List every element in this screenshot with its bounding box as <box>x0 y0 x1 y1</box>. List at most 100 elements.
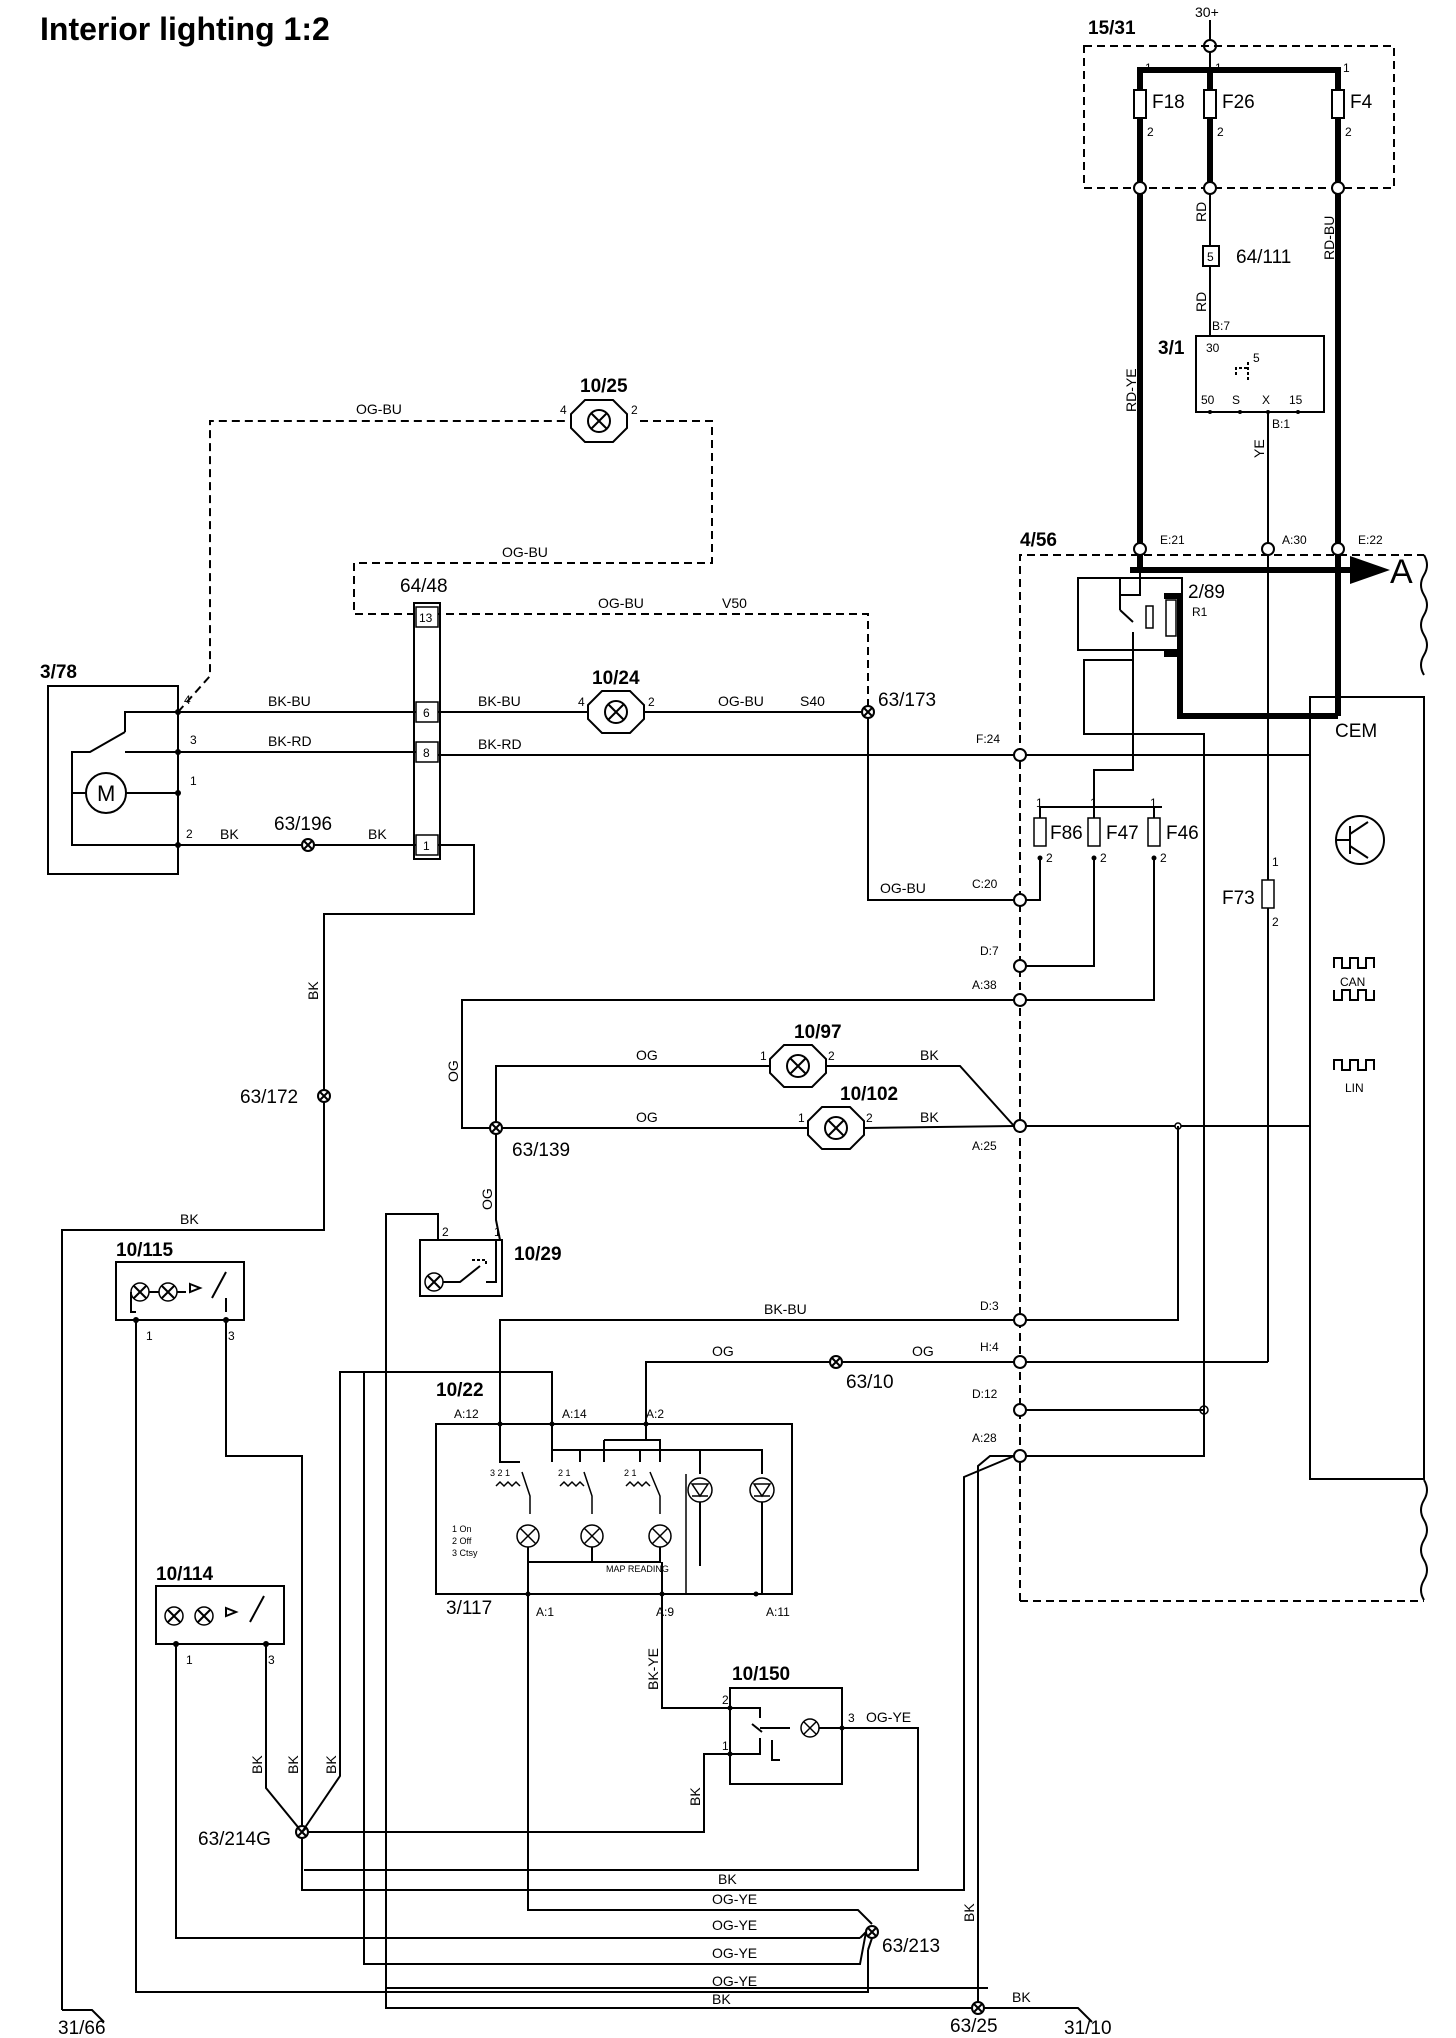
svg-text:F46: F46 <box>1166 823 1199 844</box>
svg-text:8: 8 <box>423 746 430 760</box>
svg-text:A:14: A:14 <box>562 1407 587 1421</box>
svg-text:OG: OG <box>445 1060 461 1082</box>
fuse-f46: 1 2 F46 <box>1147 796 1199 865</box>
fuse-f73: 1 2 F73 <box>1222 555 1279 1362</box>
svg-text:OG-YE: OG-YE <box>712 1891 757 1907</box>
svg-text:10/22: 10/22 <box>436 1380 484 1401</box>
connector-64-48 <box>413 602 441 860</box>
lamp-10-102: 10/102 1 2 <box>798 1084 898 1150</box>
svg-text:RD-YE: RD-YE <box>1123 368 1139 412</box>
svg-text:OG-BU: OG-BU <box>880 880 926 896</box>
connector-64-111-label: 64/111 <box>1236 247 1291 268</box>
svg-text:3: 3 <box>228 1329 235 1343</box>
svg-text:6: 6 <box>423 706 430 720</box>
svg-text:E:22: E:22 <box>1358 533 1383 547</box>
svg-text:64/48: 64/48 <box>400 576 448 597</box>
lamp-10-25: 10/25 4 2 <box>560 376 638 443</box>
svg-text:31/10: 31/10 <box>1064 2018 1112 2038</box>
svg-text:BK: BK <box>920 1047 939 1063</box>
svg-text:A:30: A:30 <box>1282 533 1307 547</box>
svg-text:63/172: 63/172 <box>240 1087 298 1108</box>
svg-text:S: S <box>1232 393 1240 407</box>
svg-text:OG-BU: OG-BU <box>502 544 548 560</box>
svg-text:BK-YE: BK-YE <box>645 1648 661 1690</box>
svg-text:1: 1 <box>494 1225 501 1239</box>
svg-text:OG-YE: OG-YE <box>712 1945 757 1961</box>
svg-text:1: 1 <box>186 1653 193 1667</box>
svg-text:10/97: 10/97 <box>794 1022 842 1043</box>
svg-text:BK: BK <box>368 826 387 842</box>
svg-text:10/29: 10/29 <box>514 1244 562 1265</box>
svg-text:1: 1 <box>1343 61 1350 75</box>
svg-text:RD-BU: RD-BU <box>1321 216 1337 260</box>
svg-text:2: 2 <box>1046 851 1053 865</box>
svg-text:2: 2 <box>1345 125 1352 139</box>
lamp-icon <box>516 1524 672 1548</box>
svg-text:MAP READING: MAP READING <box>606 1564 669 1574</box>
svg-text:OG-BU: OG-BU <box>718 693 764 709</box>
svg-text:1: 1 <box>1036 796 1043 810</box>
module-3-117 <box>435 1423 793 1595</box>
svg-text:BK: BK <box>220 826 239 842</box>
svg-text:2: 2 <box>866 1111 873 1125</box>
svg-text:63/196: 63/196 <box>274 814 332 835</box>
mirror-3-78 <box>47 685 179 875</box>
can-bus-icon: CAN <box>1333 957 1375 1001</box>
svg-text:OG-YE: OG-YE <box>866 1709 911 1725</box>
supply-label: 30+ <box>1195 4 1219 20</box>
transistor-icon <box>1335 815 1385 865</box>
svg-text:A:11: A:11 <box>766 1605 790 1619</box>
svg-text:C:20: C:20 <box>972 877 998 891</box>
motor-icon: M <box>72 772 178 814</box>
ground-31-10: 31/10 <box>1064 2018 1112 2038</box>
svg-text:D:3: D:3 <box>980 1299 999 1313</box>
svg-text:F4: F4 <box>1350 92 1373 113</box>
svg-text:5: 5 <box>1207 250 1214 264</box>
lamp-10-150 <box>729 1687 843 1785</box>
svg-text:BK: BK <box>323 1755 339 1774</box>
svg-text:3: 3 <box>190 733 197 747</box>
svg-text:OG: OG <box>636 1047 658 1063</box>
svg-text:BK-BU: BK-BU <box>268 693 311 709</box>
svg-text:1: 1 <box>1150 796 1157 810</box>
svg-text:2: 2 <box>648 695 655 709</box>
svg-text:2: 2 <box>1147 125 1154 139</box>
splice-63-10: 63/10 <box>829 1355 894 1393</box>
svg-text:1: 1 <box>1272 855 1279 869</box>
svg-text:1 On: 1 On <box>452 1524 472 1534</box>
led-icon <box>687 1477 775 1503</box>
svg-text:BK: BK <box>285 1755 301 1774</box>
svg-text:10/102: 10/102 <box>840 1084 898 1105</box>
svg-text:A:28: A:28 <box>972 1431 997 1445</box>
fuse-f4: F4 1 2 <box>1331 61 1373 188</box>
svg-text:A:9: A:9 <box>656 1605 674 1619</box>
svg-text:E:21: E:21 <box>1160 533 1185 547</box>
svg-text:31/66: 31/66 <box>58 2018 106 2038</box>
svg-text:OG-YE: OG-YE <box>712 1973 757 1989</box>
fuse-f26: F26 1 2 <box>1203 61 1255 188</box>
svg-text:10/24: 10/24 <box>592 668 640 689</box>
svg-text:CAN: CAN <box>1340 975 1365 989</box>
fuse-box-label: 15/31 <box>1088 18 1136 39</box>
svg-text:BK-BU: BK-BU <box>478 693 521 709</box>
svg-text:BK: BK <box>1012 1989 1031 2005</box>
svg-text:4: 4 <box>578 695 585 709</box>
svg-text:F:24: F:24 <box>976 732 1000 746</box>
cem-box-4-56 <box>1019 554 1424 1601</box>
svg-text:1: 1 <box>1215 61 1222 75</box>
svg-text:BK: BK <box>180 1211 199 1227</box>
lamp-10-115 <box>115 1261 245 1321</box>
svg-text:10/25: 10/25 <box>580 376 628 397</box>
switch-10-29 <box>419 1239 503 1297</box>
svg-text:OG-BU: OG-BU <box>356 401 402 417</box>
svg-text:10/114: 10/114 <box>156 1564 213 1585</box>
splice-63-172: 63/172 <box>240 1087 331 1108</box>
lin-bus-icon: LIN <box>1333 1059 1375 1095</box>
svg-text:15: 15 <box>1289 393 1303 407</box>
svg-text:1: 1 <box>1145 61 1152 75</box>
svg-text:63/10: 63/10 <box>846 1372 894 1393</box>
svg-text:63/25: 63/25 <box>950 2016 998 2037</box>
svg-text:3/1: 3/1 <box>1158 338 1185 359</box>
svg-text:S40: S40 <box>800 693 825 709</box>
svg-text:YE: YE <box>1251 439 1267 458</box>
